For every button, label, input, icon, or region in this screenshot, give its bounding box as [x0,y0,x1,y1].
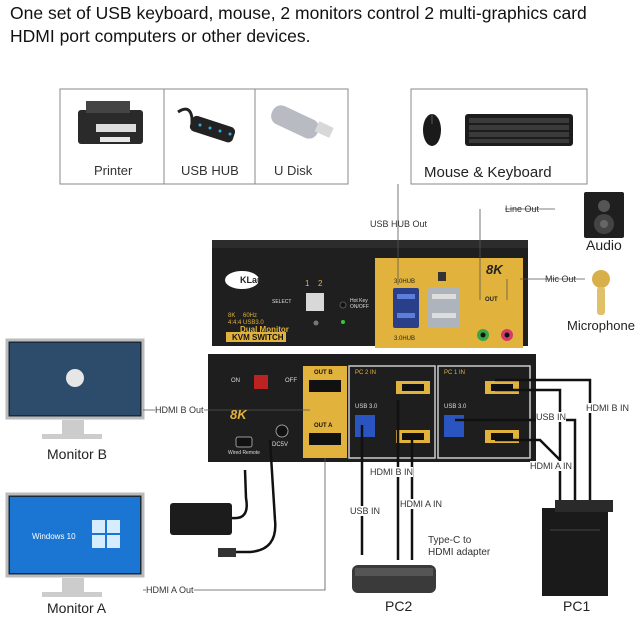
dc-label: DC5V [272,442,289,448]
mouse-keyboard-label: Mouse & Keyboard [424,164,552,181]
usb-hub-icon [177,107,236,143]
badge-usb: USB3.0 [243,320,264,326]
hotkey-label: Hot Key ON/OFF [350,298,369,310]
badge-hz: 60Hz [243,313,258,319]
out-b-label: OUT B [314,370,333,376]
pc1-label: PC1 [563,598,591,614]
pc2-hdmi-b-in-label: HDMI B IN [370,467,414,477]
pc1-hdmi-a-in-label: HDMI A IN [530,461,573,471]
front-resolution: 8K [486,262,503,277]
pc2-label: PC2 [385,598,413,614]
keyboard-icon [465,114,573,146]
microphone-icon [592,270,610,315]
usb-hub-label: USB HUB [181,163,239,178]
pc1-in-label: PC 1 IN [444,370,466,376]
port-1-label: 1 [305,279,310,288]
printer-label: Printer [94,163,133,178]
u-disk-icon [271,105,334,139]
pc1-usb-in-label: USB IN [536,412,567,422]
microphone-label: Microphone [567,318,635,333]
mic-out-label: Mic Out [545,274,577,284]
hdmi-a-out-label: HDMI A Out [146,585,194,595]
pc2-hdmi-a-in-label: HDMI A IN [400,499,443,509]
kvm-switch-back [208,354,536,462]
back-resolution: 8K [230,407,247,422]
monitor-a [5,492,145,597]
kvm-switch-front [212,240,528,348]
out-a-label: OUT A [314,423,333,429]
pc2-in-label: PC 2 IN [355,370,377,376]
printer-icon [78,101,143,144]
wired-remote-label: Wired Remote [228,450,260,456]
line-out-label: Line Out [505,204,540,214]
port-2-label: 2 [318,279,323,288]
select-label: SELECT [272,299,292,305]
title-kvm: KVM SWITCH [232,333,284,342]
usb30-2-label: USB 3.0 [355,404,378,410]
on-label: ON [231,378,240,384]
title-dual: Dual Monitor [240,325,289,334]
monitor-a-label: Monitor A [47,600,107,616]
hub-bottom-label: 3.0HUB [394,336,416,342]
wired-remote [170,439,277,557]
adapter-label: Type-C to HDMI adapter [428,535,491,558]
windows-label: Windows 10 [32,532,76,541]
pc1-tower [542,500,613,596]
headline: One set of USB keyboard, mouse, 2 monito… [10,3,587,46]
pc2-mini [352,565,436,593]
badge-color: 4:4:4 [228,320,242,326]
usb-hub-out-label: USB HUB Out [370,219,428,229]
brand-logo: KLau [240,275,263,285]
speaker-icon [584,192,624,238]
u-disk-label: U Disk [274,163,313,178]
mouse-icon [423,114,441,146]
off-label: OFF [285,378,297,384]
badge-res: 8K [228,313,236,319]
usb30-1-label: USB 3.0 [444,404,467,410]
out-label: OUT [485,297,498,303]
monitor-b-label: Monitor B [47,446,107,462]
pc1-hdmi-b-in-label: HDMI B IN [586,403,630,413]
pc2-usb-in-label: USB IN [350,506,381,516]
monitor-b [5,338,145,439]
audio-label: Audio [586,237,622,253]
hdmi-b-out-label: HDMI B Out [155,405,204,415]
hub-top-label: 3.0HUB [394,279,416,285]
